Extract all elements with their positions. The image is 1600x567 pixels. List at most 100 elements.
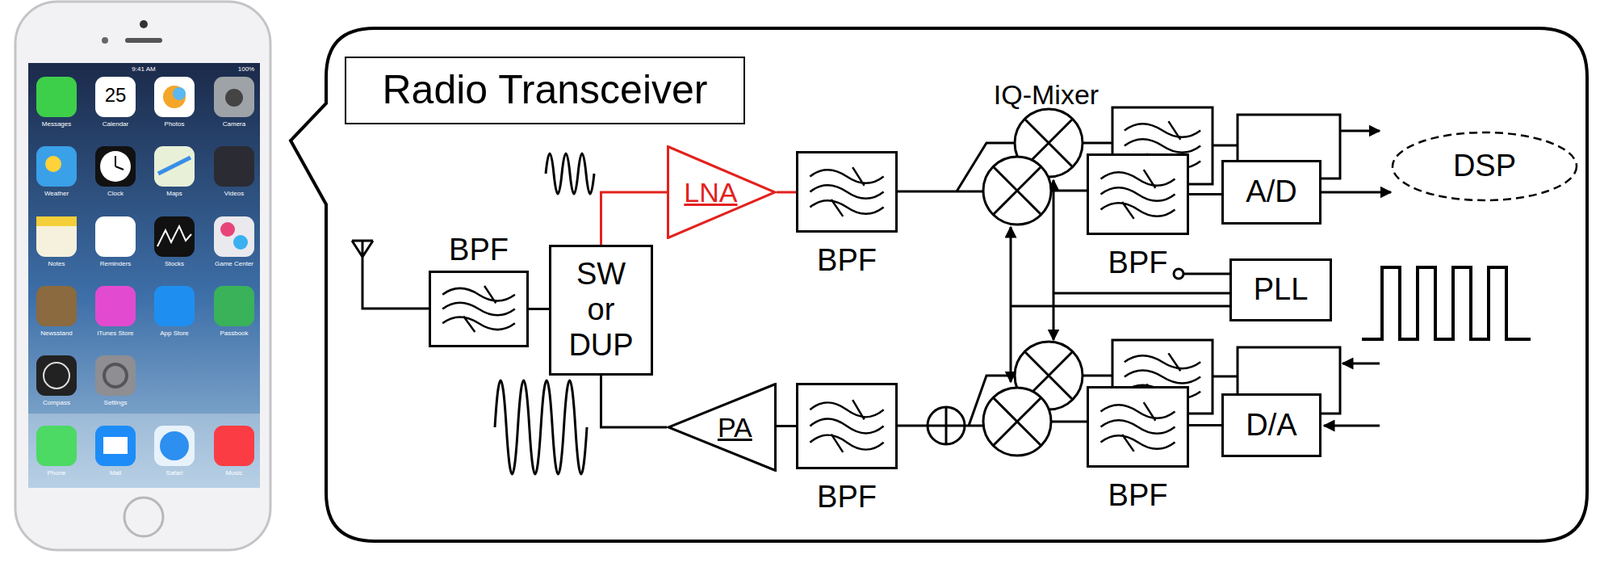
app-icon	[213, 216, 255, 257]
node-text: D/A	[1245, 407, 1297, 444]
node-text: LNA	[683, 178, 738, 206]
app-label: Camera	[222, 121, 246, 128]
icon-glyph	[159, 431, 189, 461]
icon-glyph	[104, 364, 127, 387]
app-icon	[213, 425, 255, 466]
icon-glyph	[225, 88, 243, 107]
bandpass-filter: BPF	[1086, 385, 1190, 468]
status-battery: 100%	[238, 66, 255, 73]
app-icon	[154, 76, 195, 118]
node-text: Radio Transceiver	[382, 67, 708, 114]
node-text: PLL	[1253, 272, 1309, 308]
filter-symbol	[798, 153, 896, 231]
lo-wire	[1009, 226, 1013, 382]
phone-speaker	[125, 37, 163, 43]
power-amplifier: PA	[666, 382, 777, 472]
app-label: Notes	[48, 260, 66, 268]
app-label: Phone	[46, 469, 66, 477]
filter-symbol	[1089, 388, 1187, 465]
app-icon	[154, 425, 195, 466]
dsp-arrow	[1340, 129, 1380, 133]
signal-wire	[1321, 191, 1391, 194]
app-label: Game Center	[214, 260, 254, 268]
pll-wire	[1010, 273, 1230, 306]
node-text: BPF	[1108, 247, 1169, 278]
app-icon	[36, 146, 77, 187]
mixers	[927, 108, 1083, 456]
app-label: Newsstand	[40, 330, 73, 337]
mixer-label: IQ-Mixer	[993, 80, 1099, 109]
app-icon	[36, 216, 77, 257]
node-text: SW or DUP	[564, 256, 639, 363]
app-icon	[36, 76, 77, 118]
icon-glyph	[36, 216, 77, 227]
wiring	[351, 130, 1380, 426]
app-label: Stocks	[164, 260, 185, 268]
filter-symbol	[431, 272, 527, 345]
signal-wire	[601, 375, 668, 428]
calendar-date: 25	[104, 85, 127, 105]
app-label: Calendar	[102, 121, 129, 128]
app-icon	[95, 425, 136, 466]
icon-glyph	[45, 155, 62, 172]
app-label: Photos	[164, 121, 185, 128]
rx-sine-wave	[545, 153, 595, 194]
app-icon	[36, 285, 77, 327]
node-text: BPF	[816, 481, 877, 512]
switch-duplexer-box: SW or DUP	[548, 244, 654, 376]
node-text: A/D	[1245, 174, 1297, 210]
lna-amplifier: LNA	[666, 145, 777, 239]
mixer-cross	[992, 166, 1042, 215]
phone-camera	[139, 20, 148, 29]
app-icon	[36, 355, 77, 396]
icon-glyph	[157, 226, 192, 247]
node-text: DSP	[1453, 148, 1517, 185]
dsp-input-arrow	[1342, 362, 1380, 365]
app-icon	[95, 146, 136, 187]
icon-glyph	[115, 155, 124, 170]
converter-box: D/A	[1221, 393, 1322, 457]
app-label: Reminders	[100, 260, 132, 268]
app-icon	[154, 285, 195, 327]
signal-wire	[1189, 192, 1222, 196]
converter-box: A/D	[1221, 159, 1322, 225]
phone-dock	[28, 413, 260, 488]
signal-wire	[776, 424, 796, 428]
app-label: Safari	[166, 469, 184, 477]
app-icon	[95, 76, 136, 118]
phone-illustration	[15, 1, 271, 550]
app-icon	[95, 285, 136, 327]
adder-symbol	[927, 406, 965, 444]
icon-glyph	[43, 362, 70, 389]
icon-glyph	[220, 221, 235, 237]
app-label: Videos	[224, 190, 244, 197]
reference-terminal	[1173, 268, 1184, 279]
mixer-cross	[992, 397, 1042, 446]
signal-wire	[601, 192, 668, 245]
phone-body	[15, 1, 271, 550]
phone-screen	[28, 62, 260, 488]
home-button	[124, 497, 164, 537]
dsp-ellipse: DSP	[1390, 130, 1579, 202]
app-label: iTunes Store	[96, 330, 134, 337]
icon-glyph	[233, 234, 248, 250]
app-icon	[213, 76, 255, 118]
antenna-symbol	[351, 240, 429, 309]
app-icon	[95, 216, 136, 257]
tx-sine-wave	[494, 380, 587, 474]
node-text: BPF	[1108, 479, 1169, 511]
triangle-outline	[668, 384, 776, 471]
pll-box: PLL	[1229, 258, 1332, 322]
node-text: BPF	[816, 244, 877, 276]
bandpass-filter: BPF	[795, 150, 898, 233]
signal-wire	[1189, 423, 1222, 427]
filter-symbol	[798, 385, 896, 467]
app-label: Compass	[42, 399, 71, 407]
app-label: Mail	[109, 469, 122, 477]
bandpass-filter: BPF	[795, 382, 898, 470]
app-icon	[154, 216, 195, 257]
node-text: PA	[717, 413, 753, 441]
icon-glyph	[103, 436, 128, 454]
